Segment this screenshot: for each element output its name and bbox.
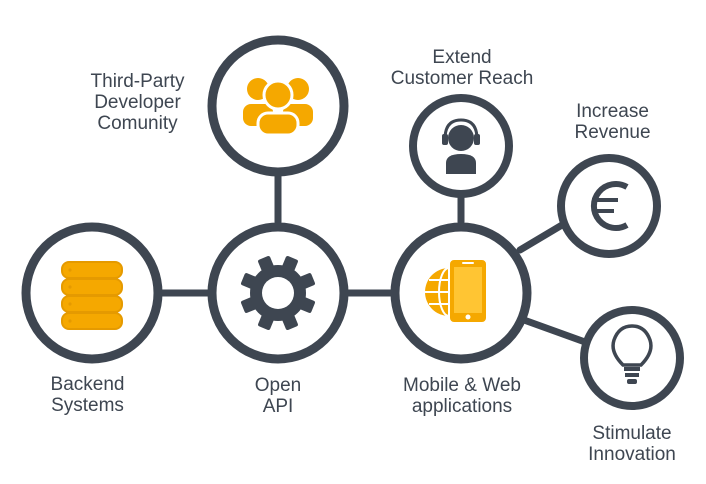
label-line: applications: [411, 396, 513, 417]
connectors: [156, 171, 589, 346]
database-icon: [61, 261, 123, 330]
gear-icon: [241, 256, 315, 330]
smartphone-globe-icon: [425, 258, 488, 324]
label-line: Stimulate: [592, 423, 672, 444]
node-mobile-web: [390, 222, 532, 364]
label-line: Increase: [576, 101, 649, 122]
connector-mobile-innovation: [520, 316, 589, 346]
label-line: Customer Reach: [390, 68, 534, 89]
label-customer-reach: Extend Customer Reach: [372, 47, 552, 89]
label-line: Open: [254, 375, 302, 396]
euro-icon: [590, 181, 629, 231]
label-line: Comunity: [97, 113, 178, 134]
label-line: Extend: [432, 47, 492, 68]
label-backend-systems: Backend Systems: [30, 374, 145, 416]
label-line: Revenue: [574, 122, 651, 143]
node-developer-community: [207, 35, 349, 177]
label-innovation: Stimulate Innovation: [572, 423, 692, 465]
label-line: Mobile & Web: [403, 375, 521, 396]
users-icon: [243, 78, 313, 137]
lightbulb-icon: [611, 324, 653, 384]
node-revenue: [557, 154, 661, 258]
connector-mobile-revenue: [516, 221, 566, 254]
label-line: API: [262, 396, 294, 417]
label-line: Innovation: [588, 444, 676, 465]
node-open-api: [207, 222, 349, 364]
label-open-api: Open API: [228, 375, 328, 417]
label-line: Developer: [94, 92, 181, 113]
headset-user-icon: [442, 118, 480, 174]
label-line: Third-Party: [90, 71, 185, 92]
node-customer-reach: [409, 94, 513, 198]
node-backend-systems: [21, 222, 163, 364]
node-innovation: [580, 306, 684, 410]
label-line: Backend: [50, 374, 125, 395]
label-revenue: Increase Revenue: [555, 101, 670, 143]
label-line: Systems: [51, 395, 124, 416]
label-developer-community: Third-Party Developer Comunity: [75, 71, 200, 134]
label-mobile-web: Mobile & Web applications: [387, 375, 537, 417]
